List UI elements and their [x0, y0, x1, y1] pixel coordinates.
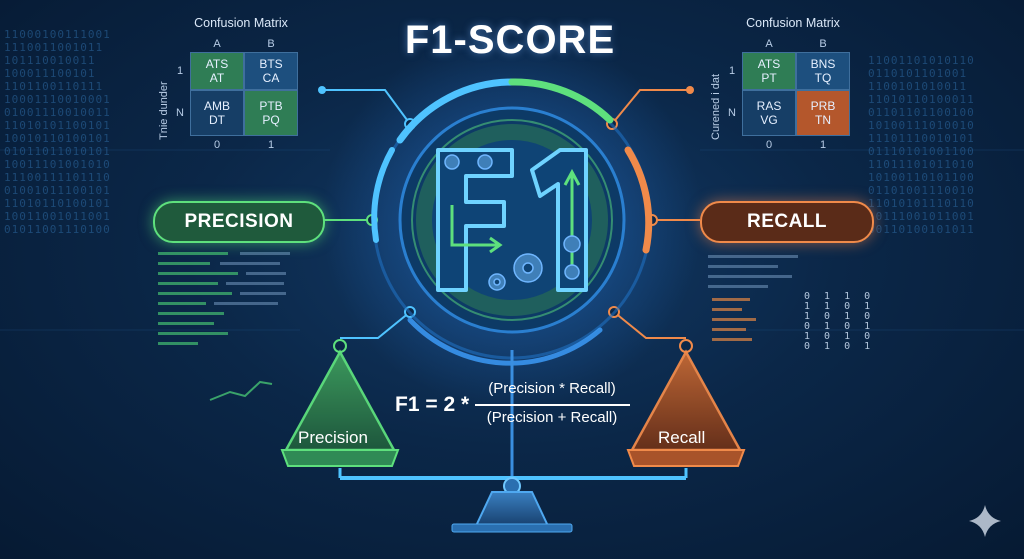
right-pan-label: Recall: [658, 428, 706, 447]
bottom-label: 0: [765, 139, 773, 151]
bottom-label: 0: [213, 139, 221, 151]
f1-formula: F1 = 2 * (Precision * Recall) (Precision…: [395, 380, 635, 432]
row-header: 1: [176, 65, 184, 77]
col-header: A: [765, 38, 773, 50]
binary-left: 11000100111001 1110011001011 10111001001…: [4, 28, 111, 236]
row-header: N: [728, 107, 736, 119]
precision-pill: PRECISION: [153, 201, 325, 243]
left-matrix-title: Confusion Matrix: [194, 16, 288, 30]
left-data-lines: [158, 252, 290, 401]
formula-denominator: (Precision + Recall): [486, 409, 618, 426]
bottom-label: 1: [819, 139, 827, 151]
right-matrix-side-label: Curened i dat: [710, 73, 722, 140]
recall-pill: RECALL: [700, 201, 874, 243]
bottom-label: 1: [267, 139, 275, 151]
left-matrix-side-label: Tnie dunder: [158, 81, 170, 140]
right-matrix-title: Confusion Matrix: [746, 16, 840, 30]
gear-icon: [444, 154, 581, 291]
balance-scale: [280, 339, 746, 533]
page-title: F1-SCORE: [404, 18, 616, 62]
row-header: 1: [728, 65, 736, 77]
binary-right: 11001101010110 0110101101001 11001010100…: [868, 54, 975, 236]
col-header: B: [819, 38, 827, 50]
f1-logo: [436, 148, 588, 292]
binary-right-table: 0 1 1 0 1 1 0 1 1 0 1 0 0 1 0 1 1 0 1 0 …: [804, 291, 875, 352]
formula-numerator: (Precision * Recall): [488, 380, 616, 397]
formula-fraction-bar: [475, 404, 630, 406]
sparkle-icon: [969, 505, 1001, 537]
col-header: A: [213, 38, 221, 50]
row-header: N: [176, 107, 184, 119]
col-header: B: [267, 38, 275, 50]
right-data-lines: [708, 255, 798, 341]
formula-left: F1 = 2 *: [395, 393, 470, 416]
left-pan-label: Precision: [298, 428, 368, 447]
